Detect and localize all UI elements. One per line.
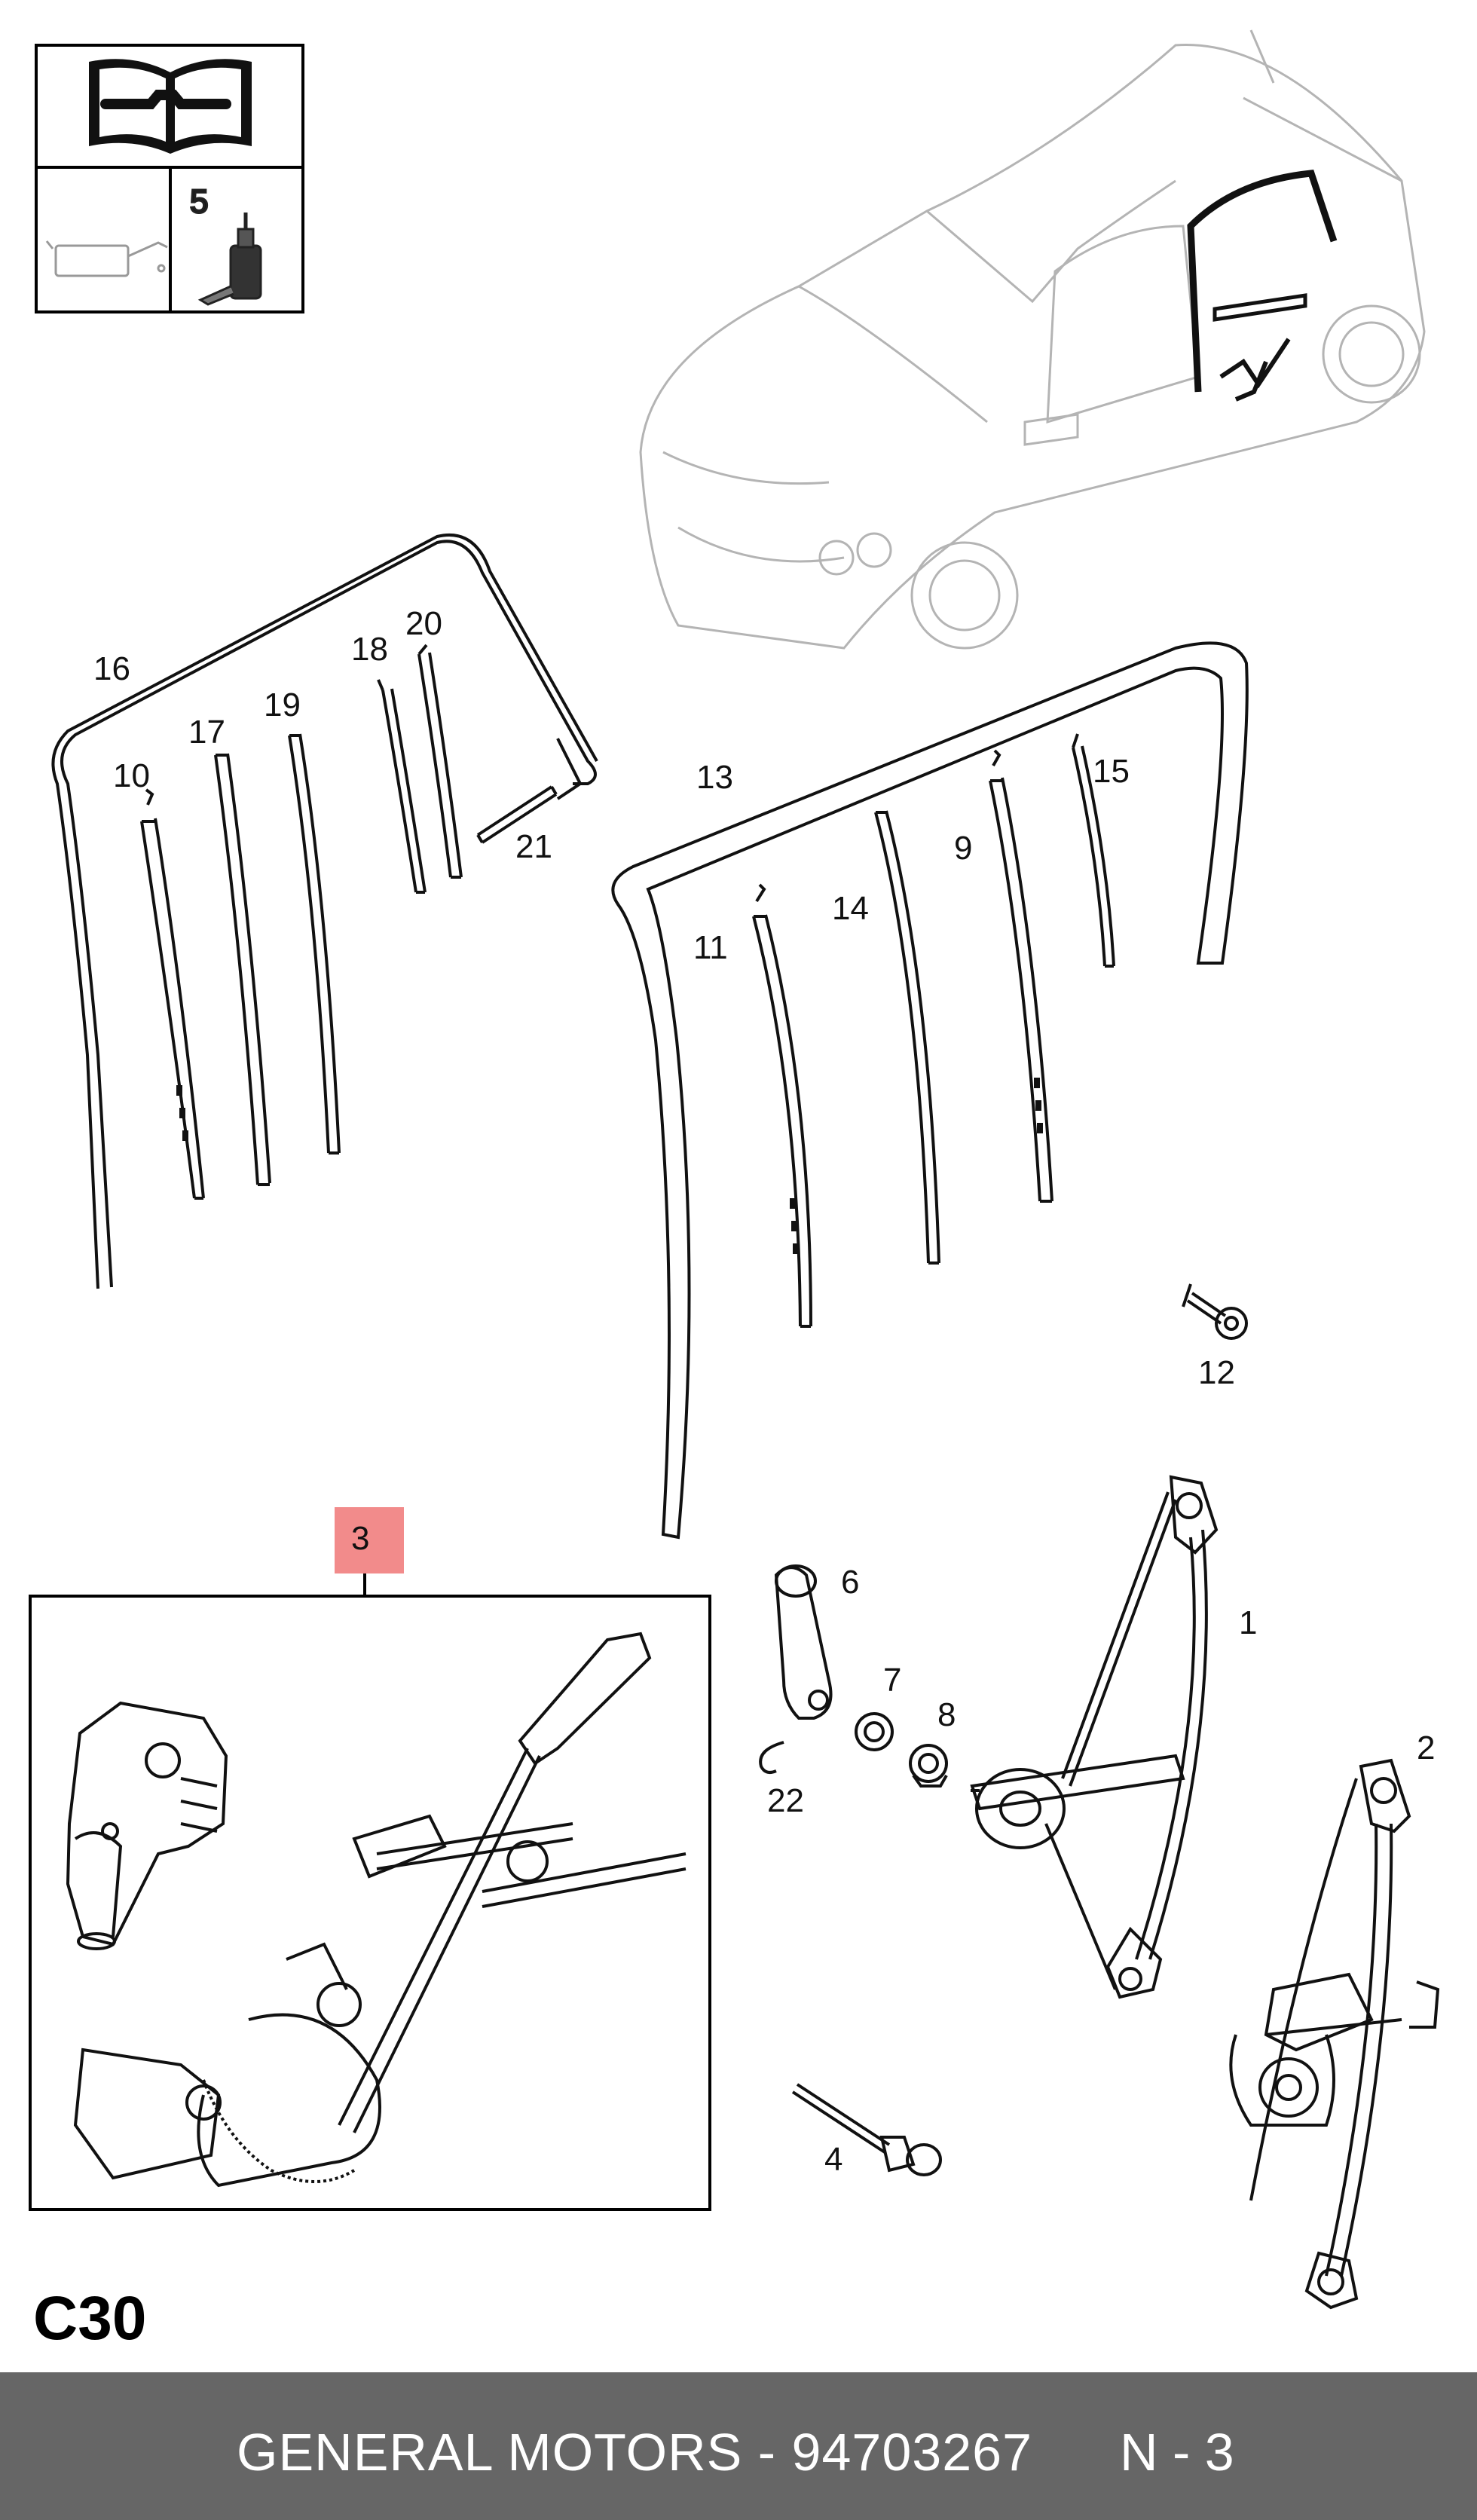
callout-1: 1 (1239, 1604, 1257, 1641)
callout-14: 14 (832, 890, 869, 927)
callout-12: 12 (1198, 1354, 1235, 1391)
car-door-frame-highlight (1187, 170, 1338, 402)
callout-20: 20 (405, 605, 442, 642)
seal-part-9 (989, 777, 1053, 1203)
callout-18: 18 (351, 631, 388, 668)
kit-box (29, 1507, 711, 2211)
front-seal-clip-marks (790, 1078, 1043, 1254)
oil-can-icon (45, 240, 168, 277)
seal-part-16 (60, 540, 597, 1288)
seal-part-11 (752, 914, 812, 1328)
callout-labels: 1 2 3 4 6 7 8 9 10 11 12 13 14 15 16 17 … (93, 605, 1435, 2178)
front-door-seals (611, 641, 1249, 1540)
car-outline (639, 29, 1426, 650)
callout-3-highlight (335, 1507, 404, 1573)
seal-part-19 (288, 733, 341, 1154)
rear-door-seals (51, 533, 598, 1289)
section-code: C30 (33, 2284, 147, 2353)
seal-part-20 (417, 644, 463, 879)
seal-part-17 (214, 753, 271, 1186)
callout-3: 3 (351, 1520, 369, 1557)
seal-part-21 (476, 785, 558, 844)
window-regulator-part-1 (970, 1475, 1219, 1999)
callout-21: 21 (515, 828, 552, 865)
callout-4: 4 (824, 2141, 842, 2178)
rivet-part-4 (791, 2083, 942, 2176)
callout-19: 19 (264, 687, 301, 723)
callout-16: 16 (93, 650, 130, 687)
callout-22: 22 (767, 1782, 804, 1819)
seal-part-10 (140, 818, 205, 1200)
footer-bar: GENERAL MOTORS - 94703267 N - 3 (0, 2372, 1477, 2520)
seal-part-18 (377, 679, 427, 894)
kit-regulator-drawing (73, 1632, 687, 2188)
workshop-manual-icon (89, 59, 252, 154)
kit-motor-drawing (66, 1701, 228, 1950)
callout-5: 5 (190, 183, 208, 220)
window-regulator-part-2 (1229, 1758, 1440, 2310)
footer-brand-part-number: GENERAL MOTORS - 94703267 (237, 2423, 1032, 2482)
footer-position: N - 3 (1120, 2423, 1234, 2482)
callout-17: 17 (188, 714, 225, 751)
clip-part-22 (759, 1741, 784, 1774)
callout-10: 10 (113, 757, 150, 794)
callout-9: 9 (954, 830, 972, 867)
callout-6: 6 (841, 1564, 859, 1601)
seal-part-15 (1072, 733, 1115, 968)
callout-15: 15 (1093, 753, 1130, 790)
legend-panel (35, 44, 304, 313)
seal-part-14 (874, 810, 940, 1265)
bushing-part-8 (909, 1744, 948, 1788)
bushing-part-7 (855, 1712, 894, 1751)
screw-part-12 (1182, 1283, 1248, 1340)
handle-crank-part-6 (774, 1564, 833, 1720)
callout-2: 2 (1417, 1729, 1435, 1766)
rear-seal-clip-marks (176, 1085, 188, 1141)
callout-11: 11 (693, 929, 728, 966)
grease-bottle-icon: 5 (189, 182, 262, 306)
seal-part-13 (611, 641, 1249, 1540)
callout-8: 8 (937, 1696, 956, 1733)
callout-7: 7 (883, 1662, 901, 1699)
callout-13: 13 (696, 759, 733, 796)
